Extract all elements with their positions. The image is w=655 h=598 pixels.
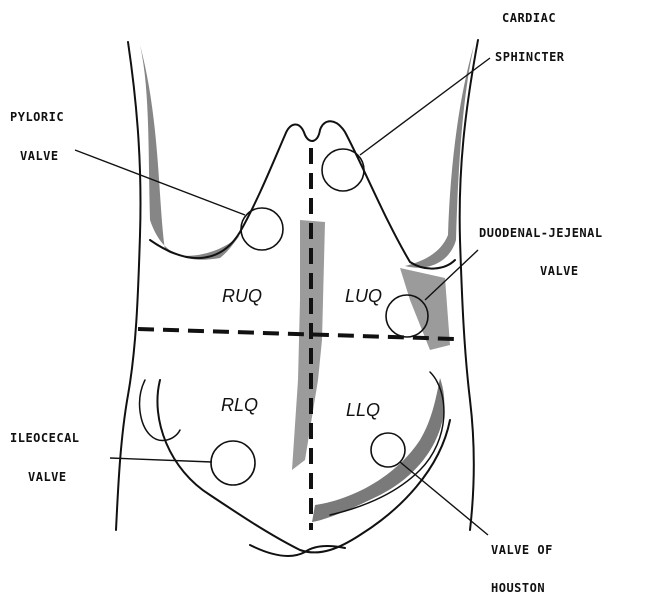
valve-of-houston-marker xyxy=(371,433,405,467)
pyloric-valve-marker xyxy=(241,208,283,250)
shading xyxy=(140,45,474,522)
houston-label-line1: VALVE OF xyxy=(491,543,553,557)
quadrant-llq-label: LLQ xyxy=(346,400,380,420)
houston-label-line2: HOUSTON xyxy=(491,581,545,595)
midline-shading xyxy=(292,220,325,470)
ileocecal-valve-marker xyxy=(211,441,255,485)
duodenal-label-line2: VALVE xyxy=(540,264,579,278)
cardiac-label-line1: CARDIAC xyxy=(502,11,556,25)
left-flank-shading xyxy=(140,45,240,260)
cardiac-label-line2: SPHINCTER xyxy=(495,50,565,64)
pyloric-label-line2: VALVE xyxy=(20,149,59,163)
left-torso-edge xyxy=(116,42,141,530)
houston-leader xyxy=(400,462,488,535)
pyloric-label-line1: PYLORIC xyxy=(10,110,64,124)
quadrant-rlq-label: RLQ xyxy=(221,395,258,415)
ileocecal-label-line2: VALVE xyxy=(28,470,67,484)
left-iliac-curve xyxy=(140,380,180,440)
cardiac-sphincter-marker xyxy=(322,149,364,191)
quadrant-ruq-label: RUQ xyxy=(222,286,262,306)
duodenal-label-line1: DUODENAL-JEJENAL xyxy=(479,226,603,240)
cardiac-leader xyxy=(360,58,490,155)
ileocecal-leader xyxy=(110,458,212,462)
ileocecal-label-line1: ILEOCECAL xyxy=(10,431,80,445)
quadrant-luq-label: LUQ xyxy=(345,286,382,306)
